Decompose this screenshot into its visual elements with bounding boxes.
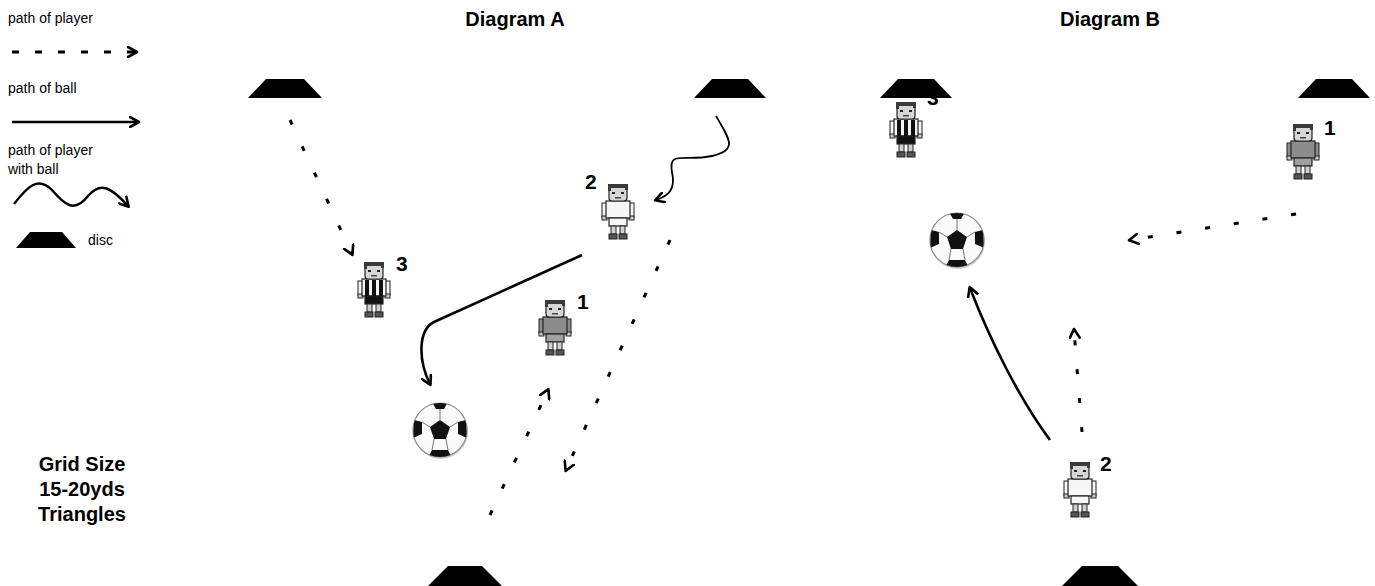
discs <box>248 79 1370 586</box>
legend-dribble-path <box>14 183 128 206</box>
disc <box>248 79 322 98</box>
callout-number: 3 <box>396 252 408 276</box>
player-figure <box>1064 462 1096 517</box>
player-stripes <box>365 280 383 296</box>
player-path <box>1074 330 1082 432</box>
soccer-ball <box>413 402 468 459</box>
player-figure <box>358 262 390 317</box>
player-figure <box>602 184 634 239</box>
player-path <box>1130 214 1296 240</box>
disc <box>1062 566 1138 586</box>
legend-text: path of ball <box>8 80 77 96</box>
diagram-heading: Diagram B <box>1060 8 1160 31</box>
soccer-ball <box>930 212 985 269</box>
disc <box>694 79 766 98</box>
legend-text: path of player <box>8 10 93 26</box>
player-path <box>566 240 670 470</box>
ball-path <box>970 288 1050 440</box>
player-body <box>358 262 390 317</box>
dribble-path <box>656 116 729 200</box>
legend-text: path of player with ball <box>8 141 108 179</box>
legend-text: disc <box>88 232 113 248</box>
callout-number: 1 <box>1324 116 1336 140</box>
grid-note: Grid Size 15-20yds Triangles <box>22 452 142 527</box>
player-path <box>290 120 352 254</box>
callout-number: 2 <box>585 170 597 194</box>
player-figure <box>890 102 922 157</box>
disc <box>880 79 952 98</box>
legend-player-path <box>12 51 136 54</box>
diagram-heading: Diagram A <box>465 8 564 31</box>
legend-disc <box>16 232 76 248</box>
ball-path <box>421 255 582 384</box>
player-path <box>490 390 548 515</box>
callout-number: 3 <box>927 86 939 110</box>
callout-number: 1 <box>577 290 589 314</box>
player-figure <box>539 300 571 355</box>
player-figure <box>1287 124 1319 179</box>
player-stripes <box>897 120 915 136</box>
disc <box>428 566 502 586</box>
legend-ball-path <box>12 121 138 124</box>
callout-number: 2 <box>1100 452 1112 476</box>
disc <box>1298 79 1370 98</box>
player-body <box>890 102 922 157</box>
